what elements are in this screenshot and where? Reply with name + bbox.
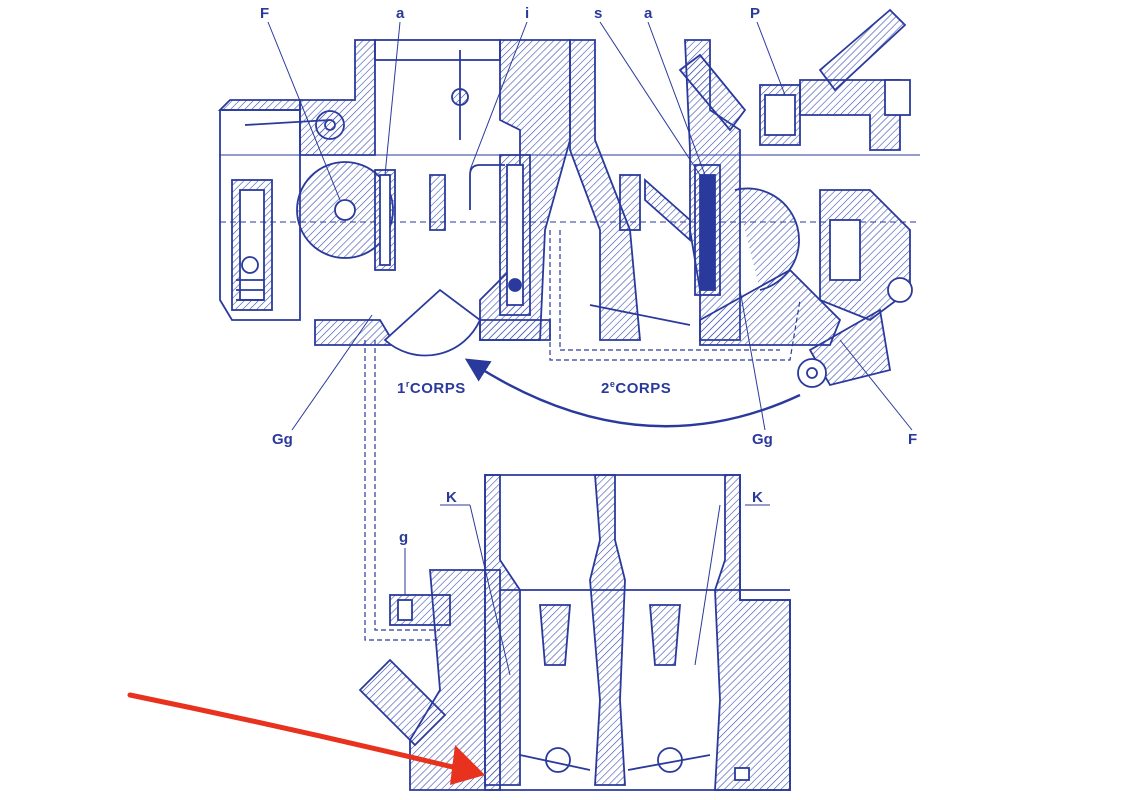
label-first-corps: 1rCORPS <box>397 379 466 397</box>
label-K-right: K <box>752 489 763 506</box>
corps-superscript: r <box>405 379 410 389</box>
corps-superscript: e <box>609 379 616 389</box>
corps-number: 2 <box>601 380 610 397</box>
label-a-right: a <box>644 5 653 22</box>
corps-word: CORPS <box>615 380 672 397</box>
label-Gg-right: Gg <box>752 431 773 448</box>
label-i: i <box>525 5 530 22</box>
label-second-corps: 2eCORPS <box>601 379 672 397</box>
red-arrowhead <box>450 745 485 785</box>
label-a-left: a <box>396 5 405 22</box>
corps-number: 1 <box>397 380 406 397</box>
label-g: g <box>399 529 409 546</box>
corps-word: CORPS <box>409 380 466 397</box>
label-Gg-left: Gg <box>272 431 293 448</box>
label-F-right: F <box>908 431 918 448</box>
upper-carburetor <box>217 8 920 641</box>
label-K-left: K <box>446 489 457 506</box>
label-F-top: F <box>260 5 270 22</box>
red-pointer-arrow <box>127 692 468 773</box>
lower-carburetor <box>358 474 791 791</box>
label-s: s <box>594 5 603 22</box>
linkage-arrow <box>464 358 801 428</box>
label-P: P <box>750 5 761 22</box>
